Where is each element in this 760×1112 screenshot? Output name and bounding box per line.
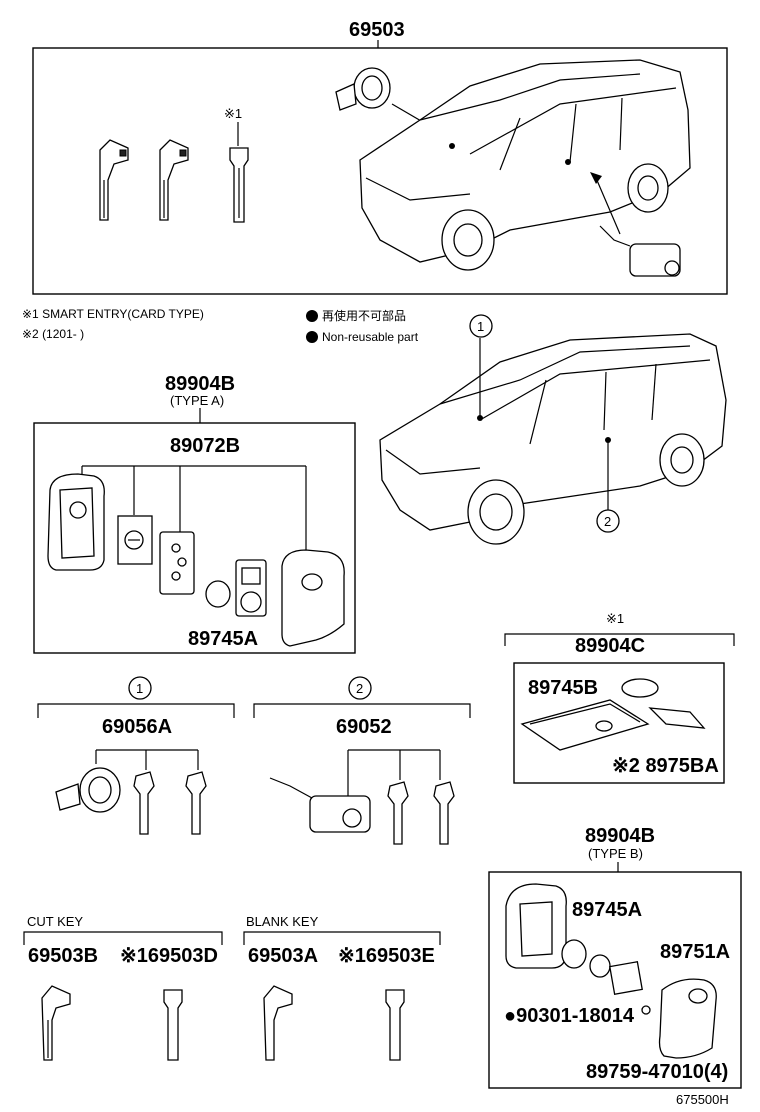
battery-icon-card — [621, 678, 659, 698]
type-b-case-code: 89751A — [660, 941, 730, 963]
card-key-icon-top — [229, 147, 249, 223]
callout-circle-2-group — [348, 676, 372, 700]
legend-en: Non-reusable part — [322, 330, 419, 344]
o-ring-icon — [561, 939, 587, 969]
type-b-frame — [488, 871, 742, 1089]
note-mark-top: ※1 — [224, 106, 242, 121]
key-icon-top-2 — [159, 139, 189, 221]
type-a-frame — [33, 422, 356, 654]
button-pad-icon — [117, 515, 153, 565]
key-icon-group1-2 — [185, 771, 207, 835]
door-lock-assembly-icon-top — [599, 225, 681, 277]
vehicle-illustration-top — [359, 59, 691, 271]
key-icon-top-1 — [99, 139, 129, 221]
type-a-code: 89904B — [165, 373, 235, 395]
type-b-label: (TYPE B) — [588, 846, 643, 861]
callout-2-group: 2 — [356, 681, 363, 696]
legend-jp: 再使用不可部品 — [322, 308, 406, 323]
type-b-code: 89904B — [585, 825, 655, 847]
group2-code: 69052 — [336, 716, 392, 738]
cut-card-key-icon — [163, 989, 183, 1061]
callout-circle-1-top — [469, 314, 493, 338]
card-insert-icon — [648, 707, 706, 729]
cut-key-icon — [41, 985, 71, 1061]
blank-key-icon — [263, 985, 293, 1061]
note-date-range: ※2 (1201- ) — [22, 327, 84, 341]
card-code: 89904C — [575, 635, 645, 657]
battery-icon-type-b — [589, 954, 611, 978]
vehicle-illustration-middle — [379, 333, 727, 545]
figure-id: 675500H — [676, 1092, 729, 1107]
legend-dot-icon-jp — [306, 310, 318, 322]
key-icon-group1-1 — [133, 771, 155, 835]
lock-cylinder-icon-top — [335, 67, 391, 111]
battery-holder-icon — [235, 559, 267, 617]
type-b-battery-code: 89745A — [572, 899, 642, 921]
card-mark: ※1 — [606, 611, 624, 626]
lock-cylinder-icon-group1 — [55, 767, 121, 813]
blank-key-card-code: ※169503E — [338, 945, 435, 967]
blank-key-code: 69503A — [248, 945, 318, 967]
top-assembly-frame — [32, 47, 728, 295]
callout-1-top: 1 — [477, 319, 484, 334]
cut-key-title: CUT KEY — [27, 914, 83, 929]
card-frame — [513, 662, 725, 784]
circuit-board-icon — [159, 531, 195, 595]
key-icon-group2-1 — [387, 781, 409, 845]
note-smart-entry: ※1 SMART ENTRY(CARD TYPE) — [22, 307, 204, 321]
remote-housing-icon-type-b — [505, 883, 567, 969]
smart-key-cover-icon — [281, 549, 345, 647]
blank-card-key-icon — [385, 989, 405, 1061]
top-assembly-code: 69503 — [349, 19, 405, 41]
card-part-code: ※2 8975BA — [612, 755, 719, 777]
callout-circle-2-top — [596, 509, 620, 533]
battery-cover-icon — [609, 961, 643, 995]
type-a-sub-code: 89072B — [170, 435, 240, 457]
callout-1-group: 1 — [136, 681, 143, 696]
smart-card-icon — [520, 699, 650, 751]
door-lock-assembly-icon-group2 — [269, 777, 371, 833]
blank-key-title: BLANK KEY — [246, 914, 319, 929]
smart-key-case-icon-type-b — [658, 978, 717, 1059]
cut-key-code: 69503B — [28, 945, 98, 967]
type-a-label: (TYPE A) — [170, 393, 224, 408]
remote-housing-icon — [47, 473, 105, 571]
type-a-battery-code: 89745A — [188, 628, 258, 650]
legend-dot-icon-en — [306, 331, 318, 343]
key-icon-group2-2 — [433, 781, 455, 845]
screw-icon — [641, 1005, 651, 1015]
callout-circle-1-group — [128, 676, 152, 700]
callout-2-top: 2 — [604, 514, 611, 529]
group1-code: 69056A — [102, 716, 172, 738]
cut-key-card-code: ※169503D — [120, 945, 218, 967]
type-b-cover-code: 89759-47010(4) — [586, 1061, 728, 1083]
battery-icon-type-a — [205, 580, 231, 608]
type-b-screw-code: ●90301-18014 — [504, 1005, 635, 1027]
card-battery-code: 89745B — [528, 677, 598, 699]
